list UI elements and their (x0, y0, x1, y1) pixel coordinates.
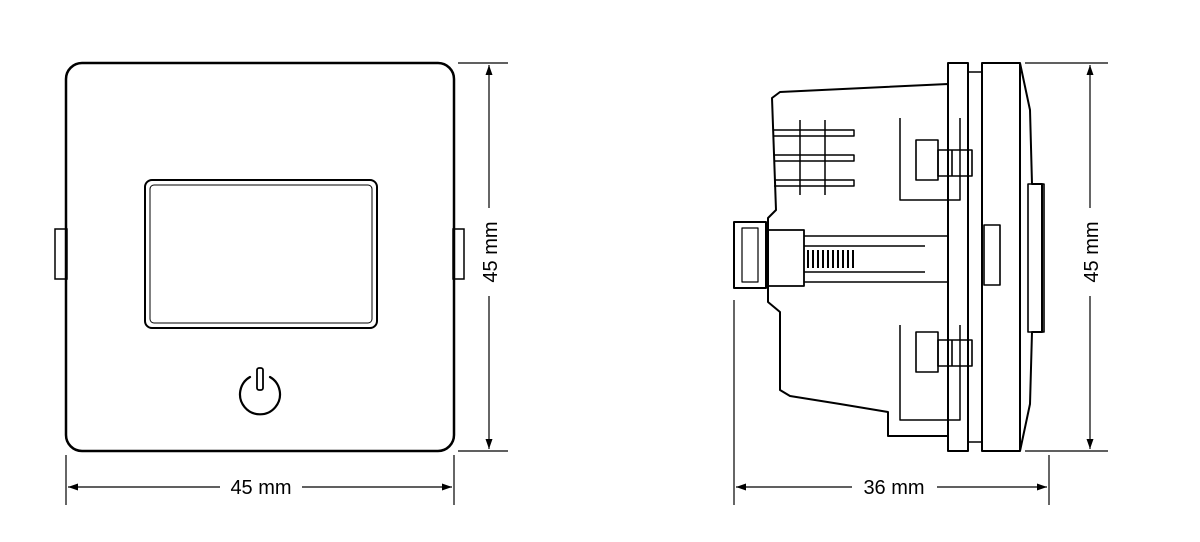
display-bezel-inner (149, 184, 373, 324)
side-height-label: 45 mm (1081, 221, 1103, 282)
front-width-dimension (65, 455, 455, 505)
terminal-clamp (765, 229, 805, 287)
front-height-dimension (458, 62, 508, 452)
faceplate-profile (1019, 62, 1043, 452)
side-depth-label: 36 mm (863, 477, 924, 499)
mounting-plate-mid (967, 71, 983, 443)
front-width-label: 45 mm (230, 477, 291, 499)
screw-thread (807, 250, 854, 268)
center-boss (983, 224, 1001, 286)
upper-latch (915, 139, 973, 181)
side-inner-frame (899, 118, 961, 421)
cooling-fins (774, 120, 855, 195)
terminal-block-inner (741, 227, 759, 283)
power-icon (238, 367, 282, 416)
faceplate-button-profile (1027, 183, 1045, 333)
side-view (733, 62, 1045, 452)
front-height-label: 45 mm (480, 221, 502, 282)
side-housing (767, 83, 949, 437)
display-window (144, 179, 378, 329)
mounting-plate-front (981, 62, 1021, 452)
terminal-block (733, 221, 767, 289)
front-view (54, 61, 465, 453)
screw-shaft (804, 235, 948, 283)
faceplate (64, 61, 456, 453)
mounting-plate-back (947, 62, 969, 452)
side-height-dimension (1025, 62, 1108, 452)
lower-latch (915, 331, 973, 373)
side-depth-dimension (733, 300, 1050, 505)
